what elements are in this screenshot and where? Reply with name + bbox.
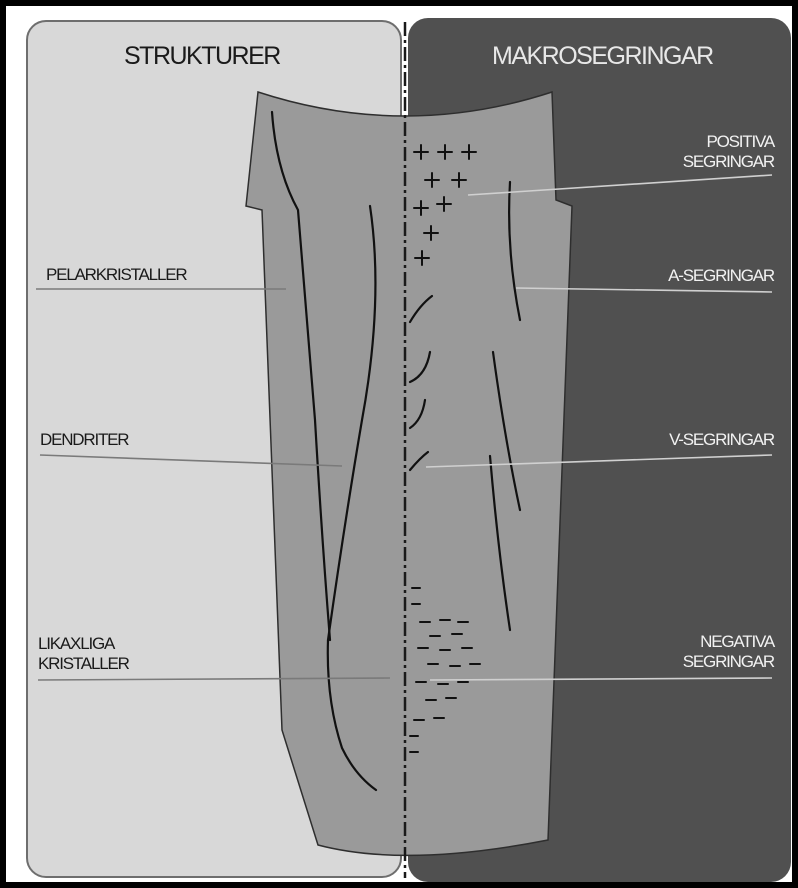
label-positive-segregation: POSITIVA SEGRINGAR xyxy=(683,132,774,172)
macrosegregation-header: MAKROSEGRINGAR xyxy=(492,42,713,71)
label-line: NEGATIVA xyxy=(683,632,774,652)
label-line: SEGRINGAR xyxy=(683,152,774,172)
label-line: V-SEGRINGAR xyxy=(669,430,774,450)
structures-header: STRUKTURER xyxy=(124,42,280,71)
label-v-segregation: V-SEGRINGAR xyxy=(669,430,774,450)
label-a-segregation: A-SEGRINGAR xyxy=(668,266,774,286)
label-columnar-crystals: PELARKRISTALLER xyxy=(46,265,186,285)
label-line: KRISTALLER xyxy=(38,654,129,674)
label-line: DENDRITER xyxy=(40,430,128,450)
label-negative-segregation: NEGATIVA SEGRINGAR xyxy=(683,632,774,672)
label-equiaxed-crystals: LIKAXLIGA KRISTALLER xyxy=(38,634,129,674)
label-dendrites: DENDRITER xyxy=(40,430,128,450)
label-line: SEGRINGAR xyxy=(683,652,774,672)
label-line: POSITIVA xyxy=(683,132,774,152)
label-line: LIKAXLIGA xyxy=(38,634,129,654)
label-line: PELARKRISTALLER xyxy=(46,265,186,285)
label-line: A-SEGRINGAR xyxy=(668,266,774,286)
